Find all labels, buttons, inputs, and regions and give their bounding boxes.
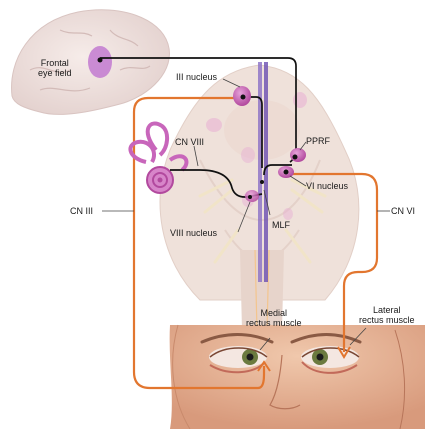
mlf-label: MLF bbox=[272, 220, 290, 230]
medial-rectus-label-line2: rectus muscle bbox=[246, 318, 302, 328]
viii-nucleus-label: VIII nucleus bbox=[170, 228, 217, 238]
frontal-eye-field-label-line1: Frontal bbox=[38, 58, 72, 68]
medial-rectus-label-line1: Medial bbox=[246, 308, 302, 318]
pprf-label: PPRF bbox=[306, 136, 330, 146]
frontal-eye-field-label: Frontal eye field bbox=[38, 58, 72, 78]
vi-nucleus-label: VI nucleus bbox=[306, 181, 348, 191]
medial-rectus-label: Medial rectus muscle bbox=[246, 308, 302, 328]
lateral-rectus-label-line2: rectus muscle bbox=[359, 315, 415, 325]
cn-iii-label: CN III bbox=[70, 206, 93, 216]
frontal-eye-field-label-line2: eye field bbox=[38, 68, 72, 78]
cn-viii-label: CN VIII bbox=[175, 137, 204, 147]
viii-nucleus-body bbox=[245, 190, 259, 202]
pprf-body bbox=[290, 148, 306, 162]
lateral-rectus-label: Lateral rectus muscle bbox=[359, 305, 415, 325]
iii-nucleus-label: III nucleus bbox=[176, 72, 217, 82]
face bbox=[170, 325, 425, 429]
lateral-rectus-label-line1: Lateral bbox=[359, 305, 415, 315]
cn-vi-label: CN VI bbox=[391, 206, 415, 216]
